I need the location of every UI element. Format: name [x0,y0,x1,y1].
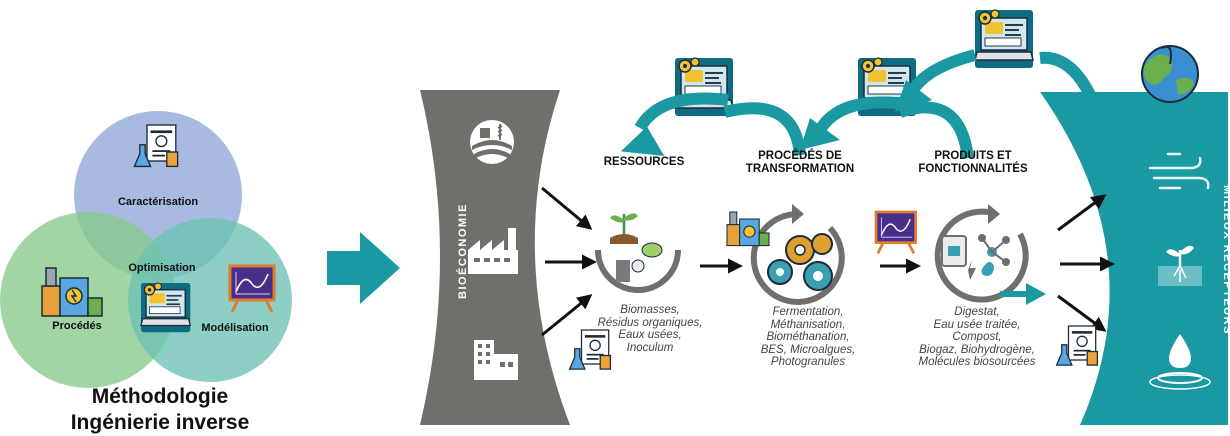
input-arrows [541,186,597,337]
feedback-arrow [800,96,974,159]
list-item: Résidus organiques, [597,316,703,329]
products-list: Digestat, Eau usée traitée, Compost, Bio… [902,306,1052,369]
list-item: Biogaz, Biohydrogène, [919,343,1035,356]
farm-icon [470,120,514,164]
milieux-recepteurs-label: MILIEUX RÉCEPTEURS [1221,185,1230,335]
list-item: BES, Microalgues, [760,343,856,356]
stage-title-products-line1: PRODUITS ET [934,150,1012,162]
list-item: Biomasses, [620,304,680,316]
soil-plant-icon [1158,245,1202,286]
wind-icon [1148,152,1210,190]
teal-output-arrowhead [1026,283,1046,305]
factory-icon [468,228,518,274]
building-icon [474,340,518,380]
venn-label-procedes: Procédés [52,320,102,332]
methodology-title-line1: Méthodologie [91,385,229,408]
stage-title-products-line2: FONCTIONNALITÉS [918,163,1028,175]
main-flow-arrow [327,232,400,304]
processes-list: Fermentation, Méthanisation, Biométhanat… [742,306,874,369]
list-item: Compost, [952,331,1002,343]
biomass-icon [595,213,681,293]
venn-circle-modelisation [128,218,292,382]
list-item: Eaux usées, [618,329,682,341]
bioeconomie-label: BIOÉCONOMIE [457,203,469,299]
stage-title-products: PRODUITS ET FONCTIONNALITÉS [908,150,1038,176]
venn-label-modelisation: Modélisation [201,322,269,334]
lab-flask-icon [1055,325,1099,366]
list-item: Eau usée traitée, [933,318,1021,331]
stage-title-resources: RESSOURCES [603,156,685,168]
list-item: Biométhanation, [766,331,850,343]
feedback-arrow [620,92,806,156]
venn-diagram [0,111,292,388]
plant-icon [726,211,770,247]
methodology-title: Méthodologie Ingénierie inverse [40,384,280,436]
methodology-title-line2: Ingénierie inverse [70,411,250,434]
gears-icon [750,204,845,305]
list-item: Inoculum [626,341,674,354]
earth-leaf-icon [1141,45,1199,103]
output-arrows [1057,194,1115,332]
laptop-gear-icon [974,9,1034,69]
plant-icon [41,267,103,317]
venn-label-caracterisation: Caractérisation [117,196,199,208]
resources-list: Biomasses, Résidus organiques, Eaux usée… [584,304,716,354]
feedback-arrow [895,49,1096,112]
stage-title-processes: PROCÉDÉS DE TRANSFORMATION [735,150,865,176]
list-item: Fermentation, [772,306,844,318]
water-drop-icon [1149,334,1211,390]
stage-title-processes-line2: TRANSFORMATION [745,163,855,175]
products-icon [934,204,1029,303]
list-item: Digestat, [954,306,1000,318]
venn-label-optimisation: Optimisation [128,262,196,274]
list-item: Molécules biosourcées [918,356,1036,368]
laptop-gear-icon [140,282,191,333]
stage-title-processes-line1: PROCÉDÉS DE [758,150,842,162]
chalkboard-chart-icon [874,210,917,255]
list-item: Photogranules [770,356,846,368]
list-item: Méthanisation, [770,318,846,331]
